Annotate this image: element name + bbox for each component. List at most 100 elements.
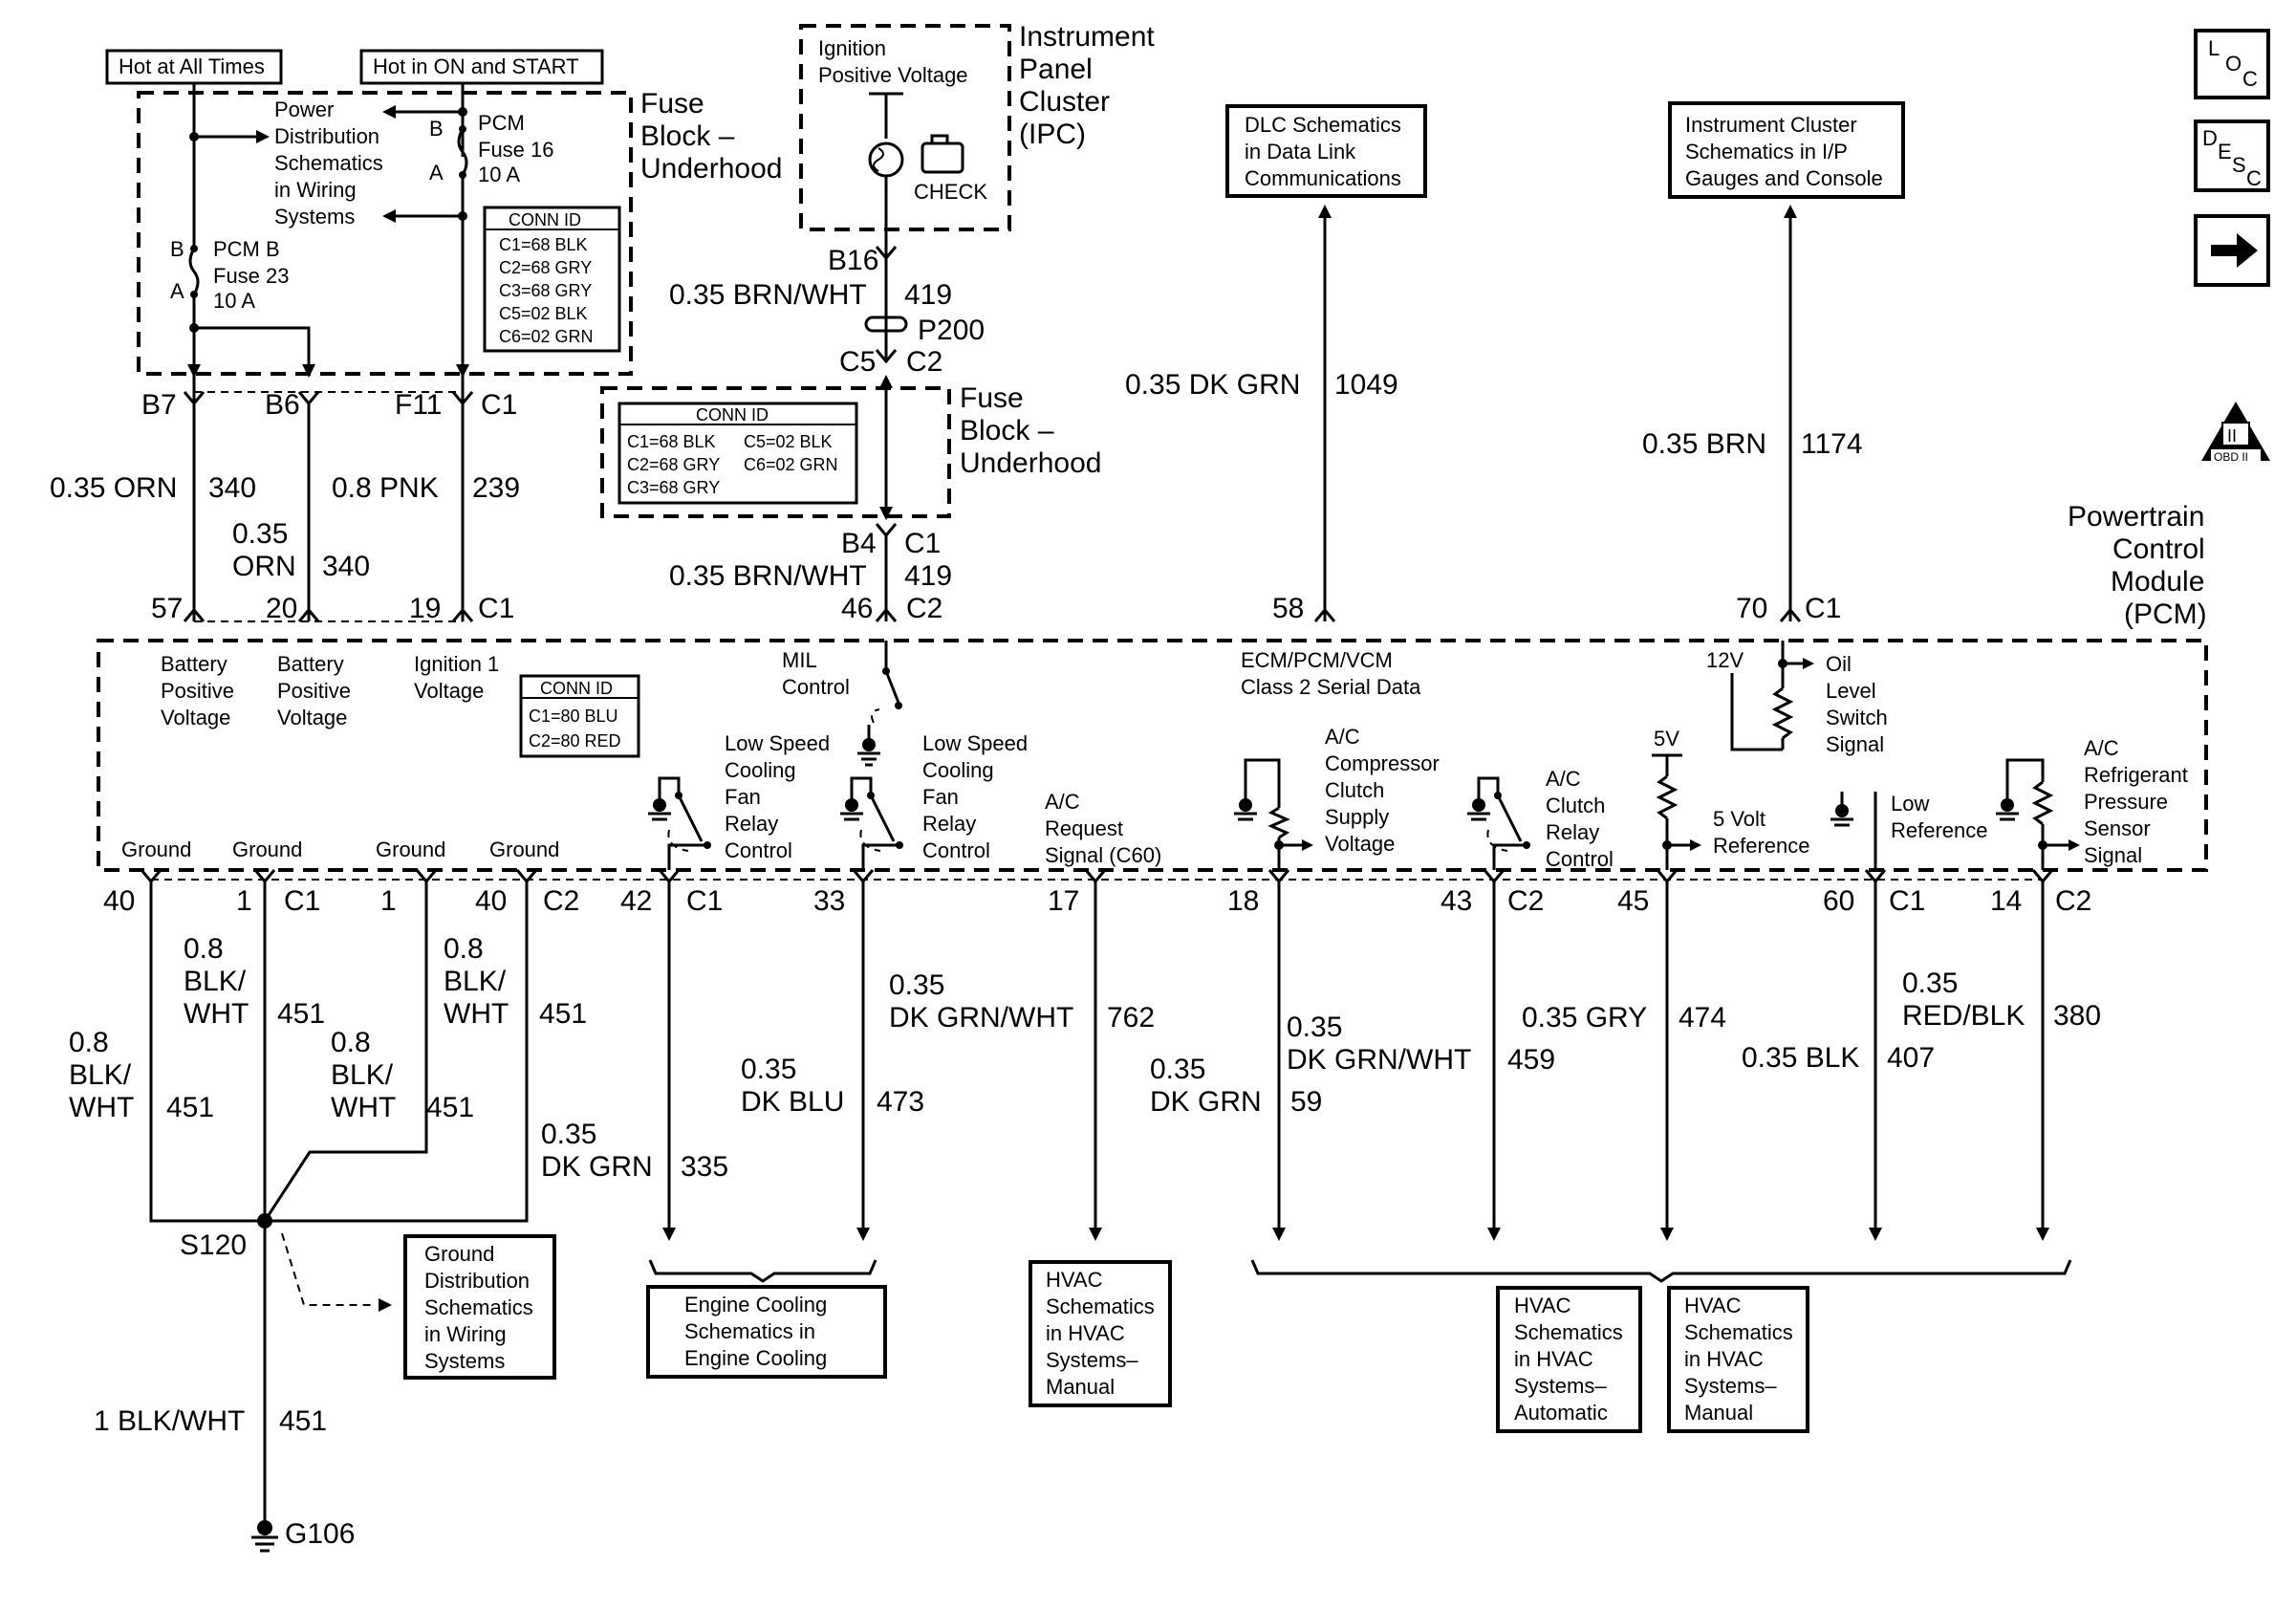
underhood-fuse-block [137, 91, 633, 376]
eng-2: Schematics in [684, 1319, 815, 1343]
desc-button[interactable] [2194, 120, 2270, 192]
hvac-manual-ref-box-1[interactable] [1029, 1260, 1172, 1407]
arrow-head-icon [379, 1298, 392, 1312]
pin-42: 42 [620, 885, 652, 917]
pin-33: 33 [813, 885, 845, 917]
acreq-3: Signal (C60) [1045, 843, 1161, 867]
pin-60: 60 [1823, 885, 1854, 917]
connector-icon [875, 607, 898, 622]
pcm-conn-row: C1=80 BLU [529, 707, 618, 726]
hvac-a-5: Automatic [1514, 1401, 1608, 1425]
hvac-manual-ref-box-2[interactable] [1667, 1286, 1809, 1433]
c407: 407 [1887, 1042, 1935, 1074]
batt2-c: Voltage [277, 706, 347, 729]
connector-icon [875, 523, 898, 538]
arrow-up-icon [1784, 205, 1797, 218]
batt2-a: Battery [277, 652, 344, 676]
pcm-conn-row: C2=80 RED [529, 731, 621, 751]
fb2-circuit: 419 [904, 560, 952, 592]
gnd-dist-3: Schematics [424, 1295, 533, 1319]
pin-17: 17 [1048, 885, 1079, 917]
power-dist-5: Systems [274, 205, 355, 228]
wire [1244, 758, 1281, 808]
hvac-auto-ref-box[interactable] [1496, 1286, 1642, 1433]
fan1-3: Fan [725, 785, 761, 809]
dkgrnwht459-2: DK GRN/WHT [1287, 1044, 1471, 1076]
bw2-3: WHT [69, 1092, 134, 1123]
resistor-icon [1267, 806, 1290, 839]
bw2-2: BLK/ [69, 1059, 132, 1091]
fuse23-pin-a: A [170, 279, 184, 303]
hvac-a-4: Systems– [1514, 1374, 1607, 1398]
fuse23-label-2: Fuse 23 [213, 264, 290, 288]
pcm-title-3: Module [2111, 566, 2204, 598]
ground-wire-40b [265, 881, 529, 1223]
acp-5: Signal [2084, 843, 2142, 867]
ign-b: Voltage [414, 679, 484, 703]
check-engine-icon-top [930, 134, 949, 145]
p200-splice-icon [864, 315, 908, 333]
acreq-2: Request [1045, 816, 1123, 840]
power-dist-4: in Wiring [274, 178, 357, 202]
pin-c1a: C1 [284, 885, 320, 917]
conn-row: C5=02 BLK [499, 304, 588, 323]
pin-c1b: C1 [478, 593, 514, 624]
pin-20: 20 [266, 593, 297, 624]
bw1-1: 0.8 [184, 933, 224, 965]
switch-link [871, 708, 880, 724]
pin-14: 14 [1990, 885, 2022, 917]
bw1-c: 451 [277, 998, 325, 1030]
pcm-module [97, 639, 2208, 872]
lamp-filament-icon [873, 147, 884, 172]
switch-arm-icon [869, 794, 896, 842]
accomp-5: Voltage [1325, 832, 1395, 856]
dlc-ref-box[interactable] [1225, 104, 1427, 198]
cluster-ref-box[interactable] [1668, 101, 1905, 199]
hvac-m2-3: in HVAC [1684, 1347, 1764, 1371]
loc-button[interactable] [2194, 29, 2270, 99]
mil-1: MIL [782, 648, 817, 672]
fan2-2: Cooling [922, 758, 994, 782]
mil-lamp-icon [868, 141, 904, 178]
pin-c5: C5 [839, 346, 876, 378]
arrow-down-icon [1487, 1228, 1501, 1241]
connector-icon [183, 607, 206, 622]
connector-icon [451, 607, 474, 622]
ipc-title-1: Instrument [1019, 21, 1155, 53]
conn-id-box-2 [617, 402, 858, 505]
arrow-down-icon [2036, 1228, 2049, 1241]
power-dist-2: Distribution [274, 124, 379, 148]
dkgrnwht762-1: 0.35 [889, 969, 944, 1001]
arrow-head-icon [1690, 839, 1701, 851]
pin-b7: B7 [141, 389, 177, 421]
pin-58: 58 [1272, 593, 1304, 624]
ipc-circuit: 419 [904, 279, 952, 311]
ground-dist-ref-box[interactable] [403, 1234, 556, 1380]
bw2-1: 0.8 [69, 1027, 109, 1058]
acclutch-1: A/C [1546, 767, 1581, 791]
fuse-block2-title-3: Underhood [960, 447, 1101, 479]
bw3-1: 0.8 [331, 1027, 371, 1058]
eng-1: Engine Cooling [684, 1293, 827, 1316]
fan1-2: Cooling [725, 758, 796, 782]
dkgrnwht459-1: 0.35 [1287, 1012, 1342, 1043]
batt1-a: Battery [161, 652, 227, 676]
fan2-1: Low Speed [922, 731, 1028, 755]
acclutch-2: Clutch [1546, 794, 1605, 817]
engine-cooling-ref-box[interactable] [646, 1285, 887, 1379]
loc-c: C [2242, 67, 2258, 91]
gnd-dist-5: Systems [424, 1349, 505, 1373]
acp-3: Pressure [2084, 790, 2168, 814]
arrow-up-icon [1318, 205, 1332, 218]
fuse23-label-1: PCM B [213, 237, 280, 261]
connector-icon [1483, 869, 1505, 884]
pin-f11: F11 [395, 389, 442, 421]
switch-arm-icon [1496, 794, 1523, 842]
pin-c2a: C2 [543, 885, 579, 917]
conn-row: C1=68 BLK [499, 235, 588, 254]
hvac-a-1: HVAC [1514, 1294, 1571, 1317]
wire-239-circuit: 239 [472, 472, 520, 504]
pcm-title-4: (PCM) [2124, 598, 2207, 630]
v12-label: 12V [1706, 648, 1744, 672]
